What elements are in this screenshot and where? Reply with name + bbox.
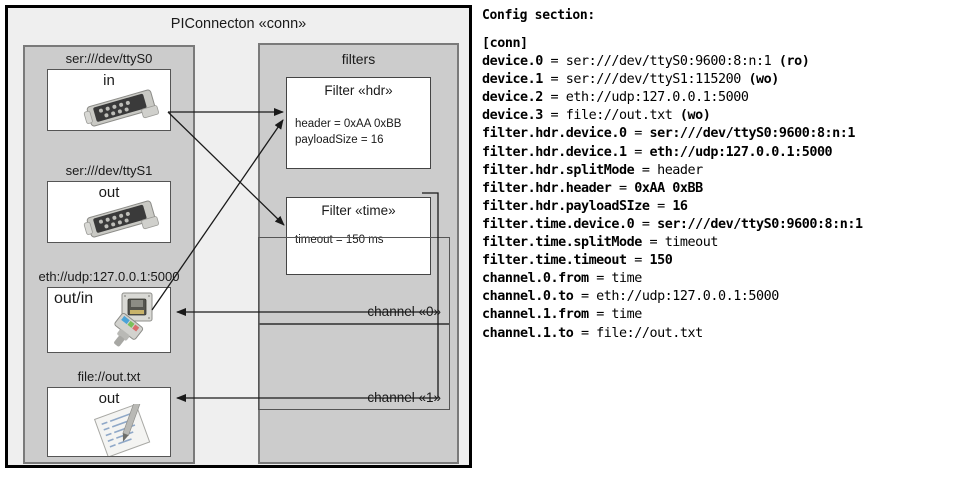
config-line: filter.hdr.splitMode = header (482, 162, 960, 180)
config-value: = file://out.txt (573, 325, 703, 341)
ethernet-jack-icon (114, 292, 153, 347)
config-key: [conn] (482, 36, 528, 51)
device-io-ttys1: out (98, 184, 120, 201)
filters-panel: filters Filter «hdr» header = 0xAA 0xBB … (258, 43, 459, 464)
config-key: filter.hdr.device.0 (482, 126, 627, 142)
device-box-ttys1[interactable]: out (47, 181, 171, 243)
config-value: = eth://udp:127.0.0.1:5000 (573, 289, 779, 305)
device-box-file[interactable]: out (47, 387, 171, 457)
config-line: channel.0.to = eth://udp:127.0.0.1:5000 (482, 288, 960, 306)
config-line: channel.0.from = time (482, 270, 960, 288)
config-value: = (634, 216, 658, 232)
config-value: = time (588, 271, 642, 287)
config-value: = time (588, 307, 642, 323)
channel-label-1: channel «1» (367, 390, 441, 405)
config-line: filter.hdr.device.0 = ser:///dev/ttyS0:9… (482, 125, 960, 143)
config-line: filter.time.device.0 = ser:///dev/ttyS0:… (482, 216, 960, 234)
filter-title-time: Filter «time» (321, 203, 396, 218)
channel-label-0: channel «0» (367, 304, 441, 319)
config-line: filter.time.timeout = 150 (482, 252, 960, 270)
config-line: device.2 = eth://udp:127.0.0.1:5000 (482, 89, 960, 107)
device-io-file: out (98, 390, 120, 407)
filter-attr-payload-size: payloadSize = 16 (295, 134, 384, 146)
config-key: filter.time.device.0 (482, 216, 635, 232)
config-key: device.3 (482, 108, 543, 124)
config-value: = header (634, 162, 703, 178)
config-value: = (649, 198, 673, 214)
config-value: = timeout (641, 235, 718, 251)
config-value: = (611, 180, 635, 196)
config-value: = (626, 144, 650, 160)
config-key: channel.0.to (482, 289, 574, 305)
filter-box-hdr[interactable]: Filter «hdr» header = 0xAA 0xBB payloadS… (286, 77, 431, 169)
config-line: channel.1.from = time (482, 306, 960, 324)
config-value: = ser:///dev/ttyS1:115200 (542, 72, 749, 88)
filters-panel-title: filters (341, 51, 376, 67)
config-key: device.2 (482, 90, 543, 106)
serial-port-icon (83, 89, 159, 127)
config-line: [conn] (482, 35, 960, 53)
config-line: filter.time.splitMode = timeout (482, 234, 960, 252)
config-line: filter.hdr.header = 0xAA 0xBB (482, 180, 960, 198)
device-label-file: file://out.txt (77, 369, 141, 384)
config-lines: [conn] device.0 = ser:///dev/ttyS0:9600:8… (482, 35, 960, 343)
config-value: = (626, 253, 650, 269)
device-io-ttys0: in (103, 72, 115, 89)
config-value-emphasis: 16 (672, 198, 688, 214)
config-value: = file://out.txt (542, 108, 680, 124)
config-value-emphasis: eth://udp:127.0.0.1:5000 (649, 144, 833, 160)
device-box-eth[interactable]: out/in (47, 287, 171, 353)
device-label-ttys1: ser:///dev/ttyS1 (65, 163, 153, 178)
channel-box-0[interactable]: channel «0» (258, 237, 450, 324)
connection-frame: PIConnecton «conn» ser:///dev/ttyS0 in (5, 5, 472, 468)
page-title: PIConnecton «conn» (170, 16, 307, 32)
device-box-ttys0[interactable]: in (47, 69, 171, 131)
config-key: channel.0.from (482, 271, 589, 287)
config-section: Config section: [conn] device.0 = ser:///… (482, 8, 960, 368)
config-value-emphasis: 0xAA 0xBB (634, 180, 703, 196)
config-line: device.3 = file://out.txt (wo) (482, 107, 960, 125)
serial-port-icon (83, 200, 159, 238)
config-key: channel.1.to (482, 325, 574, 341)
config-key: filter.hdr.device.1 (482, 144, 627, 160)
config-value-emphasis: (ro) (778, 54, 810, 70)
filter-title-hdr: Filter «hdr» (324, 83, 393, 98)
config-line: device.1 = ser:///dev/ttyS1:115200 (wo) (482, 71, 960, 89)
config-value-emphasis: (wo) (748, 72, 779, 88)
config-line: channel.1.to = file://out.txt (482, 325, 960, 343)
config-key: device.1 (482, 72, 543, 88)
config-key: channel.1.from (482, 307, 589, 323)
device-label-eth: eth://udp:127.0.0.1:5000 (38, 269, 180, 284)
device-io-eth: out/in (54, 290, 94, 307)
config-value: = (626, 126, 650, 142)
config-value-emphasis: ser:///dev/ttyS0:9600:8:n:1 (649, 126, 856, 142)
config-key: filter.hdr.splitMode (482, 162, 635, 178)
config-line: filter.hdr.device.1 = eth://udp:127.0.0.… (482, 144, 960, 162)
devices-panel: ser:///dev/ttyS0 in (23, 45, 195, 464)
config-value: = ser:///dev/ttyS0:9600:8:n:1 (542, 54, 779, 70)
device-label-ttys0: ser:///dev/ttyS0 (65, 51, 153, 66)
config-key: device.0 (482, 54, 543, 70)
config-line: filter.hdr.payloadSIze = 16 (482, 198, 960, 216)
config-key: filter.time.splitMode (482, 235, 642, 251)
config-value-emphasis: ser:///dev/ttyS0:9600:8:n:1 (657, 216, 863, 232)
config-key: filter.time.timeout (482, 253, 627, 269)
text-file-icon (93, 404, 151, 456)
config-value: = eth://udp:127.0.0.1:5000 (542, 90, 749, 106)
config-heading: Config section: (482, 8, 595, 23)
config-key: filter.hdr.payloadSIze (482, 198, 650, 214)
config-key: filter.hdr.header (482, 180, 612, 196)
config-value-emphasis: 150 (649, 253, 673, 269)
channel-box-1[interactable]: channel «1» (258, 324, 450, 410)
filter-attr-header: header = 0xAA 0xBB (295, 118, 402, 130)
config-value-emphasis: (wo) (679, 108, 711, 124)
config-line: device.0 = ser:///dev/ttyS0:9600:8:n:1 (… (482, 53, 960, 71)
